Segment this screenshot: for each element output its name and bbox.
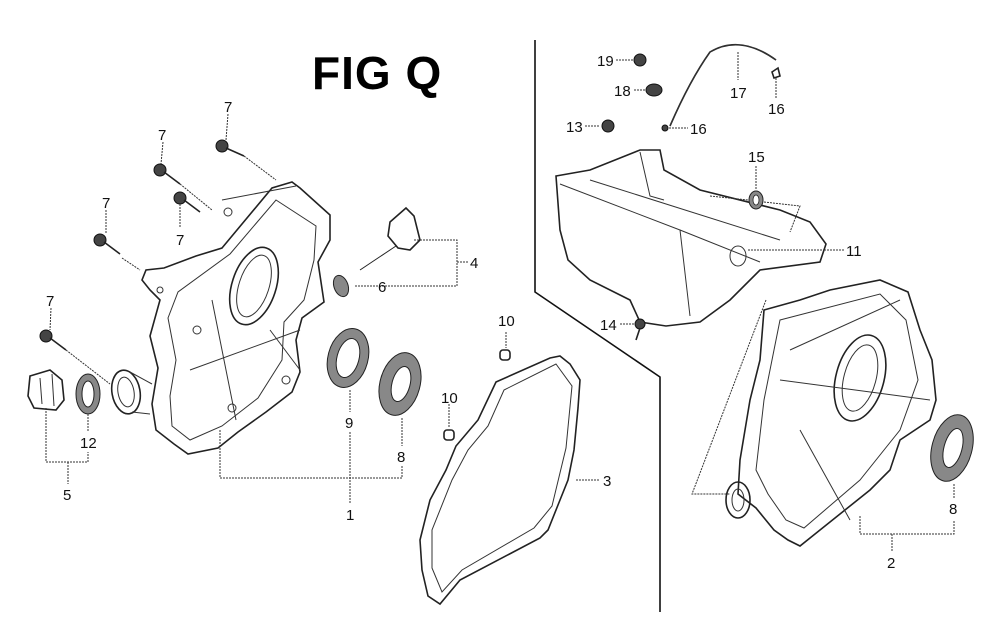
callout-14: 14: [600, 317, 617, 334]
callout-16a: 16: [690, 121, 707, 138]
callout-12: 12: [80, 435, 97, 452]
seal-12-drawing: [75, 373, 101, 415]
breather-tube-outline: [669, 44, 777, 127]
callout-2: 2: [887, 555, 895, 572]
bolt-7a-drawing: [215, 139, 277, 181]
callout-18: 18: [614, 83, 631, 100]
callout-5: 5: [63, 487, 71, 504]
callout-9: 9: [345, 415, 353, 432]
callout-7a: 7: [224, 99, 232, 116]
oil-seal-9-drawing: [326, 328, 370, 388]
dowel-pin-10b-drawing: [443, 429, 455, 441]
callout-17: 17: [730, 85, 747, 102]
callout-7d: 7: [102, 195, 110, 212]
bolt-7e-drawing: [39, 329, 111, 385]
bolt-7b-drawing: [153, 163, 213, 211]
callout-10b: 10: [441, 390, 458, 407]
crankcase-cover-left: [110, 181, 331, 455]
callout-7c: 7: [176, 232, 184, 249]
gasket-3-drawing: [419, 355, 581, 606]
bearing-8a-drawing: [378, 352, 422, 416]
callout-4: 4: [470, 255, 478, 272]
oil-gauge-drawing: [359, 206, 421, 271]
figure-title: FIG Q: [312, 47, 443, 99]
callout-8a: 8: [397, 449, 405, 466]
clip-16b-drawing: [771, 66, 781, 80]
bolt-14-drawing: [634, 318, 646, 341]
callout-1: 1: [346, 507, 354, 524]
callout-7b: 7: [158, 127, 166, 144]
leader-11-to-cover: [691, 299, 767, 495]
bolt-19-drawing: [633, 53, 647, 67]
callout-6: 6: [378, 279, 386, 296]
callout-10a: 10: [498, 313, 515, 330]
breather-tube-drawing: [669, 43, 777, 127]
section-divider: [534, 40, 661, 612]
bolt-7d-drawing: [93, 233, 141, 271]
callout-11: 11: [846, 243, 862, 260]
clip-16a-drawing: [661, 124, 669, 132]
dowel-pin-10a-drawing: [499, 349, 511, 361]
bolt-7c-drawing: [173, 191, 201, 213]
bolt-13-drawing: [601, 119, 615, 133]
joint-18-drawing: [645, 83, 663, 97]
callout-19: 19: [597, 53, 614, 70]
o-ring-drawing: [332, 274, 350, 298]
fuel-tank-drawing: [555, 149, 827, 327]
cap-5-drawing: [27, 369, 65, 411]
callout-8b: 8: [949, 501, 957, 518]
callout-15: 15: [748, 149, 765, 166]
callout-7e: 7: [46, 293, 54, 310]
callout-3: 3: [603, 473, 611, 490]
callout-16b: 16: [768, 101, 785, 118]
crankcase-cover-right: [725, 279, 937, 547]
callout-13: 13: [566, 119, 583, 136]
bearing-8b-drawing: [930, 414, 974, 482]
